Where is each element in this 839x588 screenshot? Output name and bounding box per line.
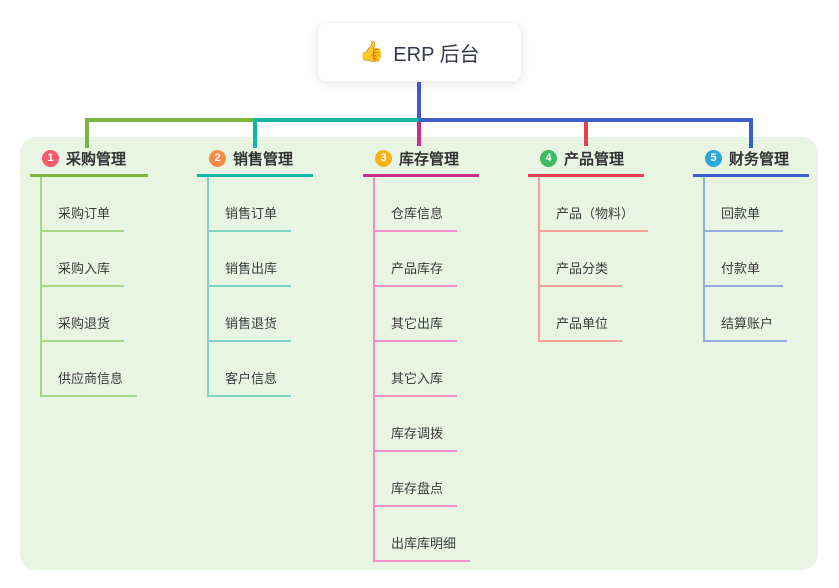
branch-header-inventory[interactable]: 3 库存管理 bbox=[363, 147, 479, 177]
branch-finance: 5 财务管理 回款单 付款单 结算账户 bbox=[693, 147, 809, 342]
branch-header-purchase[interactable]: 1 采购管理 bbox=[30, 147, 148, 177]
branch-label: 销售管理 bbox=[233, 150, 294, 168]
child-node[interactable]: 供应商信息 bbox=[42, 342, 138, 397]
branch-header-sales[interactable]: 2 销售管理 bbox=[197, 147, 313, 177]
child-node[interactable]: 销售出库 bbox=[209, 232, 292, 287]
child-node[interactable]: 产品分类 bbox=[540, 232, 623, 287]
branch-product: 4 产品管理 产品（物料） 产品分类 产品单位 bbox=[528, 147, 649, 342]
badge-1: 1 bbox=[42, 149, 59, 167]
child-node[interactable]: 库存盘点 bbox=[375, 452, 458, 507]
connector-segment-finance bbox=[419, 118, 753, 122]
branch-label: 产品管理 bbox=[564, 150, 625, 168]
branch-children: 销售订单 销售出库 销售退货 客户信息 bbox=[207, 177, 292, 397]
branch-label: 财务管理 bbox=[729, 150, 790, 168]
branch-children: 产品（物料） 产品分类 产品单位 bbox=[538, 177, 649, 342]
child-node[interactable]: 采购入库 bbox=[42, 232, 125, 287]
child-node[interactable]: 其它入库 bbox=[375, 342, 458, 397]
child-node[interactable]: 销售订单 bbox=[209, 177, 292, 232]
child-node[interactable]: 付款单 bbox=[705, 232, 783, 287]
root-node[interactable]: 👍 ERP 后台 bbox=[317, 22, 522, 82]
trunk-connector-line bbox=[417, 82, 421, 118]
branch-label: 库存管理 bbox=[399, 150, 460, 168]
child-node[interactable]: 客户信息 bbox=[209, 342, 292, 397]
drop-line-sales bbox=[253, 118, 257, 148]
branch-label: 采购管理 bbox=[66, 150, 127, 168]
child-node[interactable]: 产品单位 bbox=[540, 287, 623, 342]
child-node[interactable]: 结算账户 bbox=[705, 287, 788, 342]
child-node[interactable]: 采购订单 bbox=[42, 177, 125, 232]
drop-line-purchase bbox=[85, 118, 89, 148]
badge-3: 3 bbox=[375, 149, 392, 167]
child-node[interactable]: 回款单 bbox=[705, 177, 783, 232]
thumbs-up-icon: 👍 bbox=[359, 41, 385, 63]
child-node[interactable]: 产品（物料） bbox=[540, 177, 649, 232]
branch-sales: 2 销售管理 销售订单 销售出库 销售退货 客户信息 bbox=[197, 147, 313, 397]
badge-2: 2 bbox=[209, 149, 226, 167]
branch-children: 采购订单 采购入库 采购退货 供应商信息 bbox=[40, 177, 138, 397]
child-node[interactable]: 仓库信息 bbox=[375, 177, 458, 232]
branch-inventory: 3 库存管理 仓库信息 产品库存 其它出库 其它入库 库存调拨 库存盘点 出库库… bbox=[363, 147, 479, 562]
drop-line-finance bbox=[749, 118, 753, 148]
badge-5: 5 bbox=[705, 149, 722, 167]
connector-segment-sales bbox=[253, 118, 419, 122]
branch-purchase: 1 采购管理 采购订单 采购入库 采购退货 供应商信息 bbox=[30, 147, 148, 397]
child-node[interactable]: 销售退货 bbox=[209, 287, 292, 342]
drop-line-product bbox=[584, 122, 588, 146]
child-node[interactable]: 采购退货 bbox=[42, 287, 125, 342]
branch-header-product[interactable]: 4 产品管理 bbox=[528, 147, 644, 177]
branch-children: 仓库信息 产品库存 其它出库 其它入库 库存调拨 库存盘点 出库库明细 bbox=[373, 177, 471, 562]
branches-panel bbox=[20, 137, 818, 570]
child-node[interactable]: 其它出库 bbox=[375, 287, 458, 342]
connector-segment-purchase bbox=[85, 118, 253, 122]
root-node-label: ERP 后台 bbox=[393, 43, 480, 66]
branch-children: 回款单 付款单 结算账户 bbox=[703, 177, 788, 342]
child-node[interactable]: 库存调拨 bbox=[375, 397, 458, 452]
badge-4: 4 bbox=[540, 149, 557, 167]
drop-line-inventory bbox=[417, 122, 421, 146]
branch-header-finance[interactable]: 5 财务管理 bbox=[693, 147, 809, 177]
child-node[interactable]: 出库库明细 bbox=[375, 507, 471, 562]
child-node[interactable]: 产品库存 bbox=[375, 232, 458, 287]
